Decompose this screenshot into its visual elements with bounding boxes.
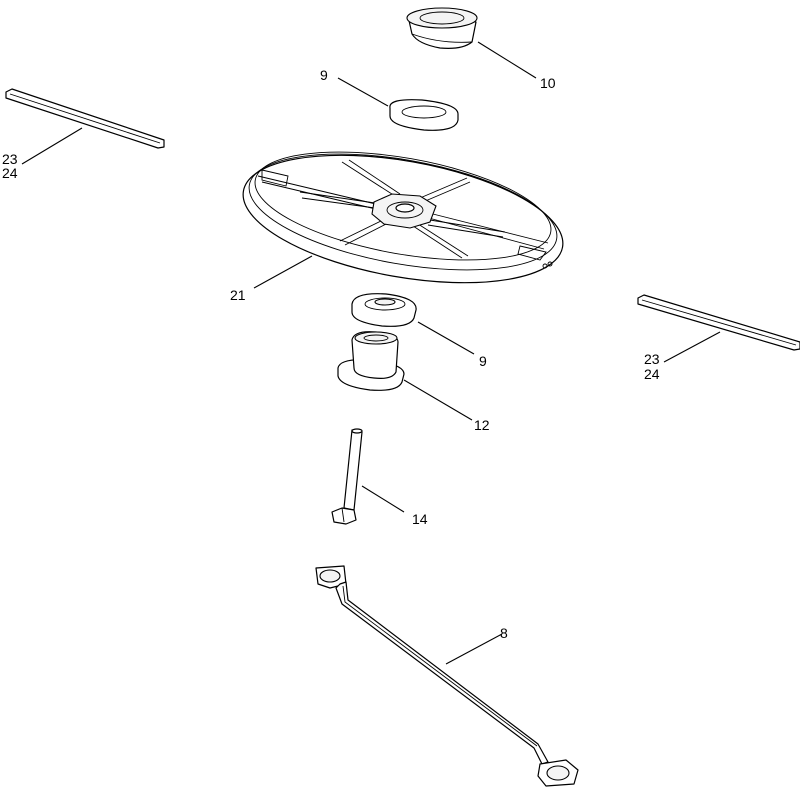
offset-wrench-icon bbox=[315, 565, 579, 787]
washer-mid-icon bbox=[351, 293, 417, 327]
leader-14 bbox=[361, 485, 405, 513]
bolt-icon bbox=[331, 428, 363, 525]
leader-23-right bbox=[663, 331, 721, 363]
callout-9-mid: 9 bbox=[479, 353, 487, 369]
callout-labels: 10 9 23 24 21 9 23 24 12 14 8 bbox=[2, 67, 660, 641]
leader-21 bbox=[253, 255, 313, 289]
leader-12 bbox=[403, 379, 473, 421]
spoked-wheel-icon bbox=[242, 151, 564, 284]
strip-right-icon bbox=[637, 294, 800, 351]
leader-8 bbox=[445, 633, 503, 665]
cup-bushing-icon bbox=[406, 7, 478, 49]
leader-9-mid bbox=[417, 321, 475, 355]
callout-24-right: 24 bbox=[644, 366, 660, 382]
callout-10: 10 bbox=[540, 75, 556, 91]
leader-23-left bbox=[21, 127, 83, 165]
leader-9-top bbox=[337, 77, 389, 107]
strip-left-icon bbox=[5, 88, 165, 149]
callout-23-right: 23 bbox=[644, 351, 660, 367]
flanged-bushing-icon bbox=[337, 331, 405, 391]
callout-14: 14 bbox=[412, 511, 428, 527]
callout-24-left: 24 bbox=[2, 165, 18, 181]
callout-8: 8 bbox=[500, 625, 508, 641]
callout-23-left: 23 bbox=[2, 151, 18, 167]
callout-9-top: 9 bbox=[320, 67, 328, 83]
leader-lines bbox=[21, 41, 721, 665]
washer-top-icon bbox=[389, 99, 459, 131]
callout-12: 12 bbox=[474, 417, 490, 433]
callout-21: 21 bbox=[230, 287, 246, 303]
leader-10 bbox=[477, 41, 537, 79]
